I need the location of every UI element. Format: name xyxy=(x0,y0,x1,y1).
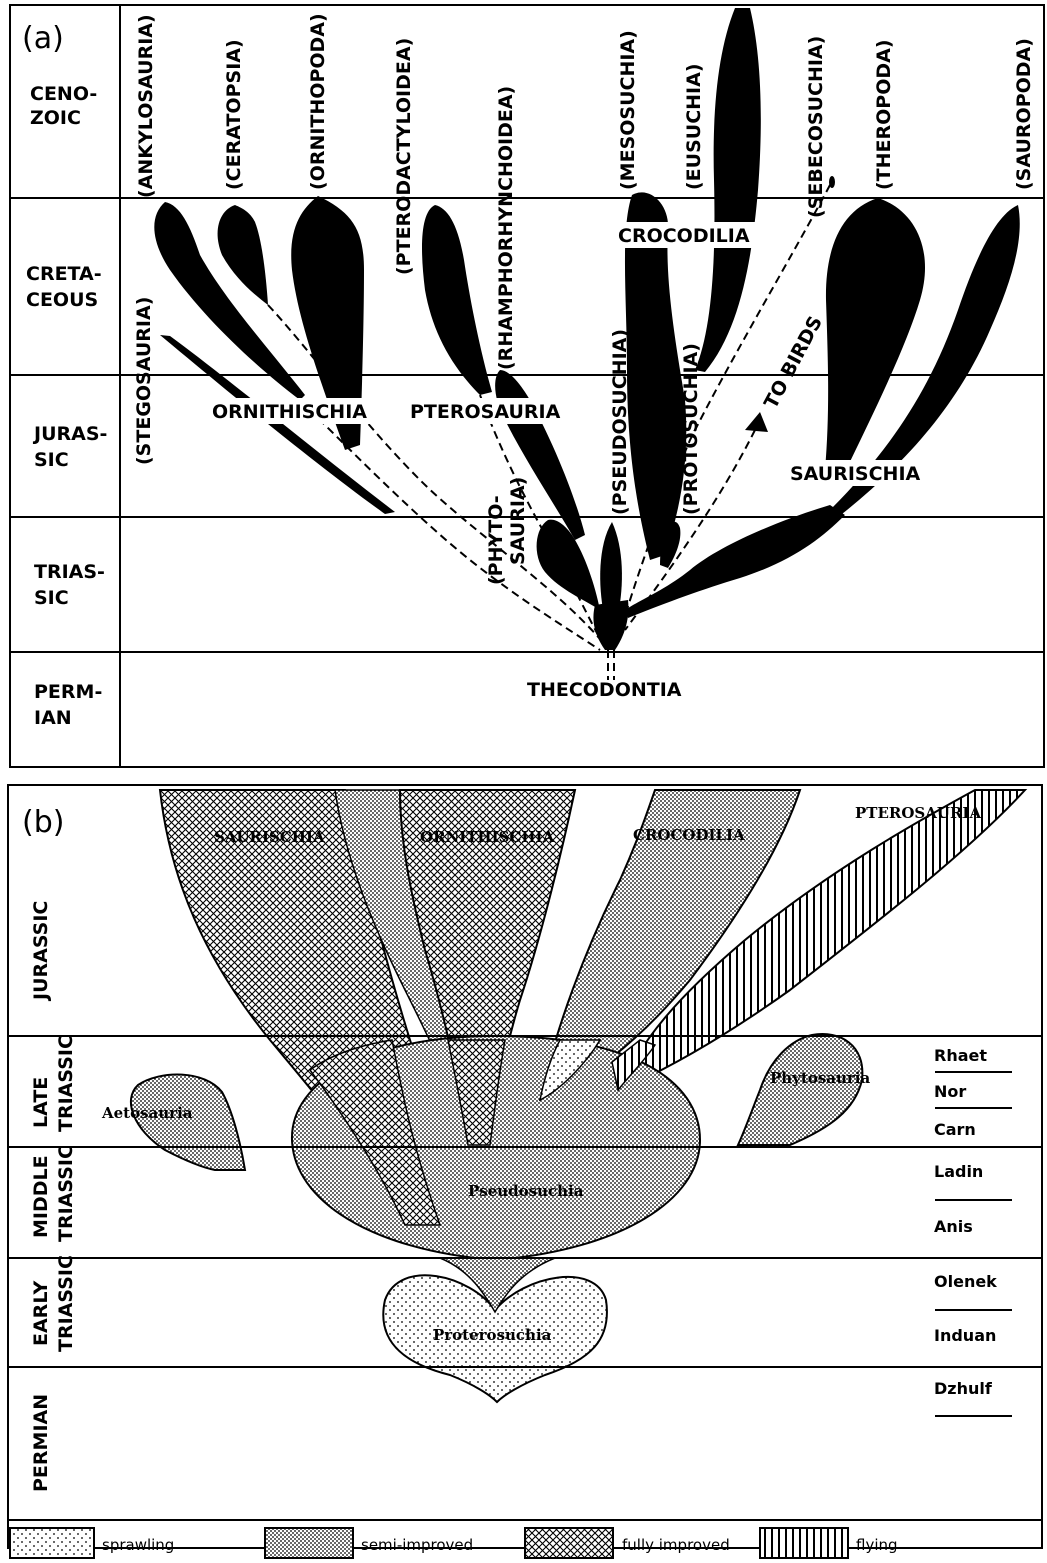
stage-dzhulf: Dzhulf xyxy=(934,1379,993,1398)
stage-nor: Nor xyxy=(934,1082,966,1101)
label-sebecosuchia: (SEBECOSUCHIA) xyxy=(805,36,827,218)
period-cenozoic-1: CENO- xyxy=(30,83,97,105)
period-cretaceous-1: CRETA- xyxy=(26,263,102,285)
label-ornithopoda: (ORNITHOPODA) xyxy=(307,13,329,190)
spindle-sauropoda xyxy=(830,205,1020,514)
label-mesosuchia: (MESOSUCHIA) xyxy=(617,30,639,190)
ornithischia-label-bg xyxy=(210,398,378,424)
legend-swatch-semi-improved xyxy=(264,1527,354,1559)
panel-b: (b) JURASSIC LATE TRIASSIC MIDDLE TRIASS… xyxy=(7,784,1043,1559)
stage-rhaet: Rhaet xyxy=(934,1046,987,1065)
label-b-proterosuchia: Proterosuchia xyxy=(433,1326,552,1344)
spindle-stegosauria xyxy=(160,335,395,514)
period-permian-2: IAN xyxy=(34,707,72,729)
label-b-pseudosuchia: Pseudosuchia xyxy=(468,1182,584,1200)
label-pseudosuchia: (PSEUDOSUCHIA) xyxy=(609,329,631,515)
label-b-saurischia: SAURISCHIA xyxy=(214,828,325,846)
spindle-pterodactyloidea xyxy=(422,205,492,395)
spindle-phytosauria xyxy=(536,519,600,610)
spindle-eusuchia xyxy=(695,8,761,372)
stage-induan: Induan xyxy=(934,1326,996,1345)
spindle-theropoda xyxy=(825,198,926,472)
label-b-aetosauria: Aetosauria xyxy=(101,1104,193,1122)
period-jurassic-1: JURAS- xyxy=(32,423,107,445)
label-crocodilia: CROCODILIA xyxy=(618,225,750,247)
period-late-1: LATE xyxy=(30,1077,52,1128)
label-phytosauria-1: (PHYTO- xyxy=(485,495,507,585)
spindle-ornithopoda xyxy=(291,196,364,450)
dashed-lineages xyxy=(267,184,831,680)
panel-b-tag: (b) xyxy=(22,805,64,840)
stage-dividers xyxy=(935,1071,1012,1417)
period-late-2: TRIASSIC xyxy=(55,1035,77,1132)
panel-a-tag: (a) xyxy=(22,21,64,56)
period-permian: PERMIAN xyxy=(30,1394,52,1492)
legend-swatch-sprawling xyxy=(9,1527,95,1559)
label-b-ornithischia: ORNITHISCHIA xyxy=(420,828,555,846)
pterosauria-base-overlay xyxy=(611,1039,657,1092)
period-triassic-2: SIC xyxy=(34,587,69,609)
spindle-crocodilia-main xyxy=(624,192,687,560)
to-birds-arrowhead xyxy=(745,412,768,432)
crocodilia-label-bg xyxy=(616,222,770,248)
label-protosuchia: (PROTOSUCHIA) xyxy=(680,343,702,515)
period-early-2: TRIASSIC xyxy=(55,1255,77,1352)
stage-ladin: Ladin xyxy=(934,1162,983,1181)
blob-aetosauria xyxy=(129,1073,247,1171)
label-phytosauria-2: SAURIA) xyxy=(507,477,529,565)
label-rhamphorhynchoidea: (RHAMPHORHYNCHOIDEA) xyxy=(495,86,517,370)
label-ankylosauria: (ANKYLOSAURIA) xyxy=(135,14,157,198)
label-eusuchia: (EUSUCHIA) xyxy=(683,63,705,190)
spindle-ankylosauria xyxy=(154,202,305,400)
period-jurassic: JURASSIC xyxy=(30,901,52,1002)
panel-a: (a) CENO- ZOIC CRETA- CEOUS JURAS- SIC T… xyxy=(9,4,1045,768)
crocodilia-base-overlay xyxy=(538,1039,602,1102)
period-permian-1: PERM- xyxy=(34,681,102,703)
legend-swatch-fully-improved xyxy=(524,1527,614,1559)
sebecosuchia-marker xyxy=(829,176,835,188)
label-b-crocodilia: CROCODILIA xyxy=(633,826,745,844)
label-b-pterosauria: PTEROSAURIA xyxy=(855,804,981,822)
period-triassic-1: TRIAS- xyxy=(34,561,105,583)
label-pterosauria: PTEROSAURIA xyxy=(410,401,561,423)
label-to-birds: TO BIRDS xyxy=(760,313,827,413)
pseudosuchia-stem xyxy=(439,1257,556,1314)
period-early-1: EARLY xyxy=(30,1281,52,1346)
stage-anis: Anis xyxy=(934,1217,973,1236)
label-pterodactyloidea: (PTERODACTYLOIDEA) xyxy=(393,38,415,275)
period-jurassic-2: SIC xyxy=(34,449,69,471)
label-ceratopsia: (CERATOPSIA) xyxy=(223,39,245,190)
label-saurischia: SAURISCHIA xyxy=(790,463,921,485)
spindle-ceratopsia xyxy=(217,205,268,305)
period-middle-2: TRIASSIC xyxy=(55,1145,77,1242)
label-thecodontia: THECODONTIA xyxy=(527,679,682,701)
legend-label-semi-improved: semi-improved xyxy=(361,1536,473,1554)
panel-a-frame xyxy=(9,4,1045,768)
ornithischia-base-overlay xyxy=(447,1039,506,1146)
stage-carn: Carn xyxy=(934,1120,976,1139)
stage-olenek: Olenek xyxy=(934,1272,997,1291)
label-sauropoda: (SAUROPODA) xyxy=(1013,38,1035,190)
legend-label-fully-improved: fully improved xyxy=(622,1536,730,1554)
legend-swatch-flying xyxy=(759,1527,849,1559)
label-b-phytosauria: Phytosauria xyxy=(770,1069,871,1087)
legend: sprawling semi-improved fully improved f… xyxy=(9,1527,898,1559)
pterosauria-label-bg xyxy=(408,398,576,424)
label-theropoda: (THEROPODA) xyxy=(873,39,895,190)
blob-phytosauria xyxy=(736,1033,864,1146)
spindle-saurischia-base xyxy=(625,505,845,618)
label-stegosauria: (STEGOSAURIA) xyxy=(133,297,155,465)
label-ornithischia: ORNITHISCHIA xyxy=(212,401,367,423)
spindle-pseudosuchia xyxy=(600,522,622,615)
legend-label-flying: flying xyxy=(856,1536,898,1554)
period-cretaceous-2: CEOUS xyxy=(26,289,98,311)
legend-label-sprawling: sprawling xyxy=(102,1536,174,1554)
saurischia-base-overlay xyxy=(308,1039,442,1226)
period-cenozoic-2: ZOIC xyxy=(30,107,81,129)
period-middle-1: MIDDLE xyxy=(30,1155,52,1238)
saurischia-label-bg xyxy=(788,460,940,486)
blob-proterosuchia xyxy=(382,1274,608,1404)
spindle-protosuchia xyxy=(660,521,681,568)
